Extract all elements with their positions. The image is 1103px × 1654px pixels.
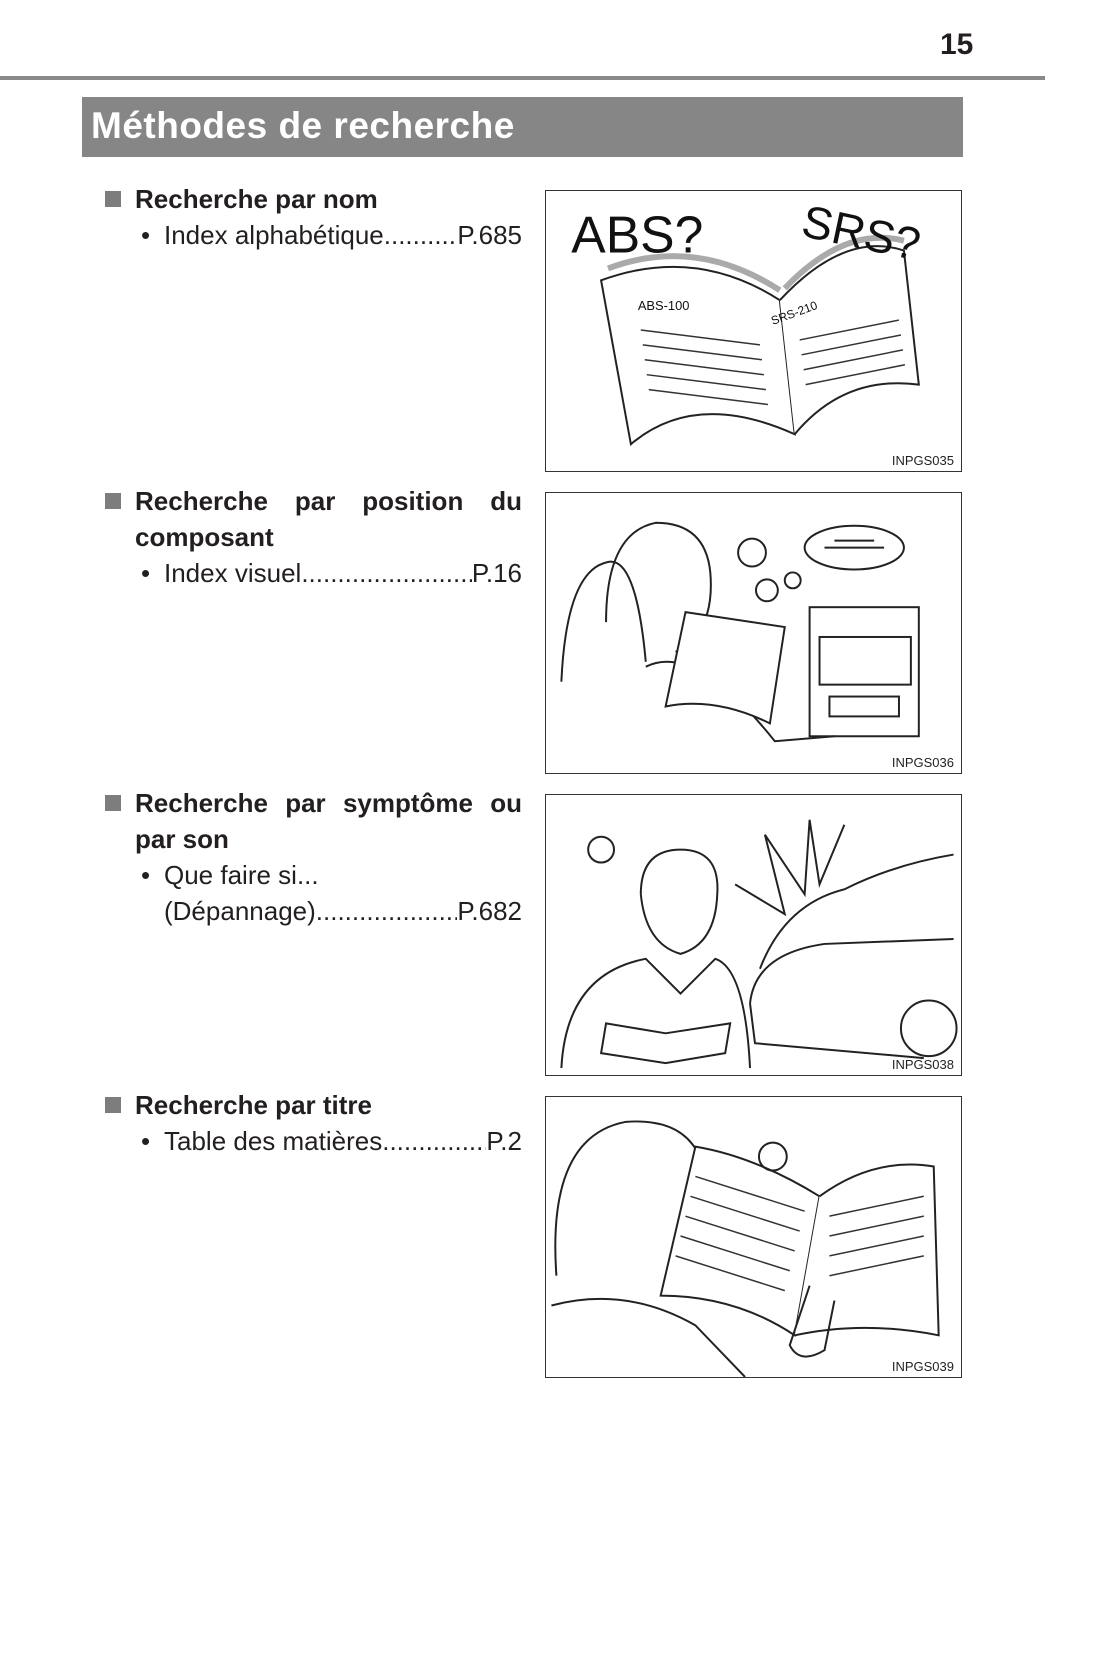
square-bullet-icon — [105, 795, 121, 811]
illustration-open-book: ABS? SRS? ABS-100 SRS-210 INPGS035 — [545, 190, 962, 472]
section-heading: Recherche par symptôme ou par son — [135, 788, 522, 854]
square-bullet-icon — [105, 1097, 121, 1113]
page-ref[interactable]: P.16 — [471, 558, 522, 588]
section-heading: Recherche par nom — [135, 184, 378, 214]
square-bullet-icon — [105, 191, 121, 207]
index-link[interactable]: •Index alphabétiqueP.685 — [141, 217, 522, 253]
symptom-illustration — [560, 819, 958, 1069]
figure-code: INPGS035 — [891, 453, 954, 468]
troubleshooting-link[interactable]: (Dépannage)P.682 — [164, 893, 522, 929]
title-bar: Méthodes de recherche — [82, 97, 963, 157]
figure-code: INPGS038 — [891, 1057, 954, 1072]
visual-index-link[interactable]: •Index visuelP.16 — [141, 555, 522, 591]
figure-code: INPGS039 — [891, 1359, 954, 1374]
abs-entry: ABS-100 — [638, 298, 690, 313]
abs-label: ABS? — [571, 206, 703, 264]
section-by-position: Recherche par position du composant •Ind… — [105, 483, 522, 591]
illustration-driver-dashboard: INPGS036 — [545, 492, 962, 774]
page-title: Méthodes de recherche — [91, 105, 515, 146]
page-number: 15 — [940, 28, 974, 61]
illustration-reading-contents: INPGS039 — [545, 1096, 962, 1378]
section-heading: Recherche par position du composant — [135, 486, 522, 552]
page-ref[interactable]: P.2 — [486, 1126, 522, 1156]
driver-illustration — [560, 521, 920, 743]
section-heading: Recherche par titre — [135, 1090, 372, 1120]
section-by-symptom: Recherche par symptôme ou par son •Que f… — [105, 785, 522, 929]
square-bullet-icon — [105, 493, 121, 509]
figure-code: INPGS036 — [891, 755, 954, 770]
page-ref[interactable]: P.685 — [457, 220, 522, 250]
header-rule — [0, 76, 1045, 80]
contents-illustration — [551, 1120, 940, 1377]
book-illustration: ABS? SRS? ABS-100 SRS-210 — [571, 196, 925, 447]
illustration-man-and-car: INPGS038 — [545, 794, 962, 1076]
table-of-contents-link[interactable]: •Table des matièresP.2 — [141, 1123, 522, 1159]
page-ref[interactable]: P.682 — [457, 896, 522, 926]
section-by-title: Recherche par titre •Table des matièresP… — [105, 1087, 522, 1159]
section-by-name: Recherche par nom •Index alphabétiqueP.6… — [105, 181, 522, 253]
